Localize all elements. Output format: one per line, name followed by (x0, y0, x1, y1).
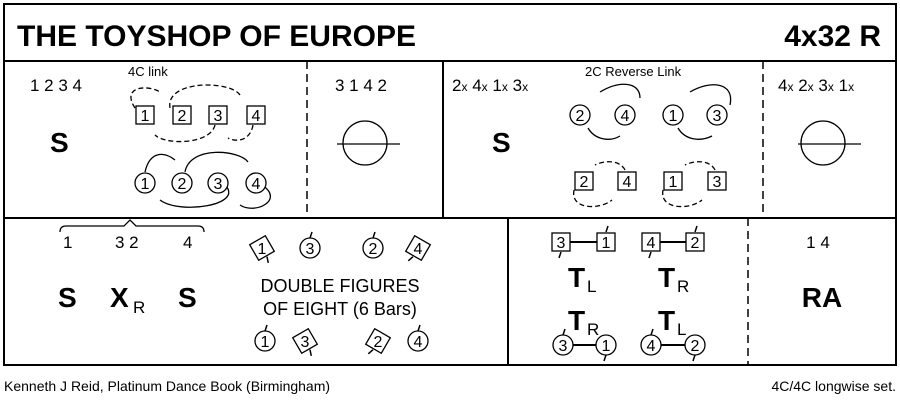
svg-text:4: 4 (623, 174, 632, 191)
svg-text:4: 4 (414, 334, 423, 351)
figure-cross: X (110, 282, 129, 313)
dancer-man: 2 (574, 171, 594, 191)
svg-text:1: 1 (669, 174, 678, 191)
dancer-woman: 4 (245, 172, 267, 194)
dance-title: THE TOYSHOP OF EUROPE (17, 20, 416, 53)
svg-text:1: 1 (669, 108, 678, 125)
svg-text:4: 4 (252, 176, 261, 193)
dancer-man: 1 (663, 171, 683, 191)
svg-text:4: 4 (621, 108, 630, 125)
figure-text: DOUBLE FIGURES (260, 276, 419, 296)
figure-text: OF EIGHT (6 Bars) (263, 299, 417, 319)
dancer-man: 4 (404, 234, 432, 262)
dancer-woman: 1 (595, 334, 617, 362)
dancer-woman: 4 (407, 324, 429, 352)
dancer-man: 3 (707, 171, 727, 191)
dancer-woman: 1 (662, 104, 684, 126)
dancer-woman: 4 (640, 328, 662, 356)
figure-turn: T (658, 305, 675, 336)
figure-setting: S (58, 282, 77, 313)
svg-text:4: 4 (414, 241, 423, 258)
link-note: 4C link (128, 64, 168, 79)
positions: 1 2 3 4 (30, 76, 82, 95)
svg-text:1: 1 (141, 176, 150, 193)
dancer-man: 2 (364, 327, 392, 355)
footer-source: Kenneth J Reid, Platinum Dance Book (Bir… (4, 378, 330, 394)
svg-text:2: 2 (580, 174, 589, 191)
position: 4 (183, 233, 192, 252)
svg-text:3: 3 (559, 338, 568, 355)
figure-turn: T (568, 262, 585, 293)
svg-text:3: 3 (306, 241, 315, 258)
dancer-man: 3 (551, 232, 571, 259)
svg-text:1: 1 (602, 338, 611, 355)
turn-hand: L (587, 277, 596, 296)
dancer-woman: 3 (706, 104, 728, 126)
dancer-man: 1 (135, 105, 155, 125)
svg-text:2: 2 (576, 108, 585, 125)
figure-setting: S (178, 282, 197, 313)
figure-turn: T (658, 262, 675, 293)
svg-text:1: 1 (141, 108, 150, 125)
link-note: 2C Reverse Link (585, 64, 682, 79)
svg-text:2: 2 (691, 338, 700, 355)
position: 3 2 (115, 233, 139, 252)
svg-text:4: 4 (647, 338, 656, 355)
svg-text:3: 3 (713, 108, 722, 125)
svg-text:3: 3 (557, 235, 566, 252)
dancer-man: 4 (617, 171, 637, 191)
dancer-woman: 2 (362, 231, 384, 259)
dancer-woman: 4 (614, 104, 636, 126)
figure-setting: S (50, 127, 69, 158)
dancer-woman: 1 (254, 324, 276, 352)
svg-text:3: 3 (713, 174, 722, 191)
figure-rights-and-lefts: RA (802, 282, 842, 313)
dancer-man: 3 (208, 105, 228, 125)
figure-subscript: R (133, 298, 145, 317)
link-arrows (59, 83, 861, 233)
dancer-woman: 3 (552, 328, 574, 356)
svg-text:3: 3 (214, 176, 223, 193)
svg-text:4: 4 (252, 108, 261, 125)
positions: 3 1 4 2 (335, 76, 387, 95)
footer-set-type: 4C/4C longwise set. (771, 378, 896, 394)
figure-turn: T (568, 305, 585, 336)
figure-setting: S (492, 127, 511, 158)
svg-text:1: 1 (602, 235, 611, 252)
positions: 1 4 (806, 233, 830, 252)
position: 1 (63, 233, 72, 252)
svg-text:2: 2 (178, 176, 187, 193)
turn-hand: R (677, 277, 689, 296)
dancer-man: 1 (248, 234, 276, 264)
svg-text:2: 2 (374, 334, 383, 351)
dancer-woman: 2 (171, 172, 193, 194)
dancer-woman: 3 (207, 172, 229, 194)
dancer-man: 1 (596, 225, 616, 252)
dancer-woman: 2 (684, 334, 706, 362)
positions: 2x 4x 1x 3x (452, 76, 528, 95)
dancer-man: 2 (685, 225, 705, 252)
svg-text:3: 3 (301, 334, 310, 351)
dancer-woman: 3 (299, 231, 321, 259)
turn-hand: R (587, 320, 599, 339)
svg-text:2: 2 (178, 108, 187, 125)
connect-lines (570, 241, 686, 346)
svg-text:1: 1 (261, 334, 270, 351)
formation-code: 4x32 R (784, 20, 881, 53)
outer-frame (3, 3, 897, 366)
dancer-woman: 2 (569, 104, 591, 126)
dancer-man: 3 (291, 327, 319, 357)
dancer-man: 4 (246, 105, 266, 125)
turn-hand: L (677, 320, 686, 339)
dancer-man: 2 (172, 105, 192, 125)
svg-text:3: 3 (214, 108, 223, 125)
svg-text:2: 2 (691, 235, 700, 252)
dancer-woman: 1 (134, 172, 156, 194)
svg-text:1: 1 (258, 241, 267, 258)
positions: 4x 2x 3x 1x (778, 76, 854, 95)
dancer-man: 4 (641, 232, 661, 259)
svg-text:2: 2 (369, 241, 378, 258)
svg-text:4: 4 (647, 235, 656, 252)
